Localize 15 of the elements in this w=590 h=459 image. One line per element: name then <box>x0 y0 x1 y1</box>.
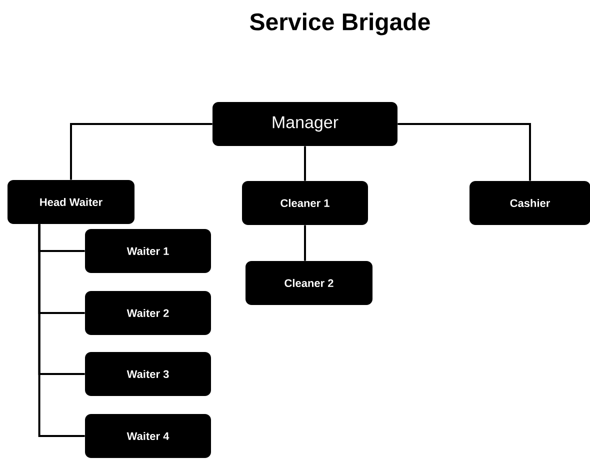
role-box: Waiter 2 <box>85 291 211 335</box>
role-box: Manager <box>212 102 398 146</box>
role-box: Cashier <box>470 181 590 225</box>
role-box: Waiter 4 <box>85 414 211 458</box>
connector-line <box>398 123 531 181</box>
role-box: Cleaner 1 <box>242 181 368 225</box>
role-box: Waiter 1 <box>85 229 211 273</box>
role-box: Head Waiter <box>8 180 134 224</box>
title: Service Brigade <box>250 12 430 36</box>
role-box: Waiter 3 <box>85 352 211 396</box>
connector-line <box>38 224 85 437</box>
connector-line <box>304 225 306 261</box>
connector-line <box>304 146 306 181</box>
role-box: Cleaner 2 <box>246 261 372 305</box>
connector-line <box>70 123 212 180</box>
